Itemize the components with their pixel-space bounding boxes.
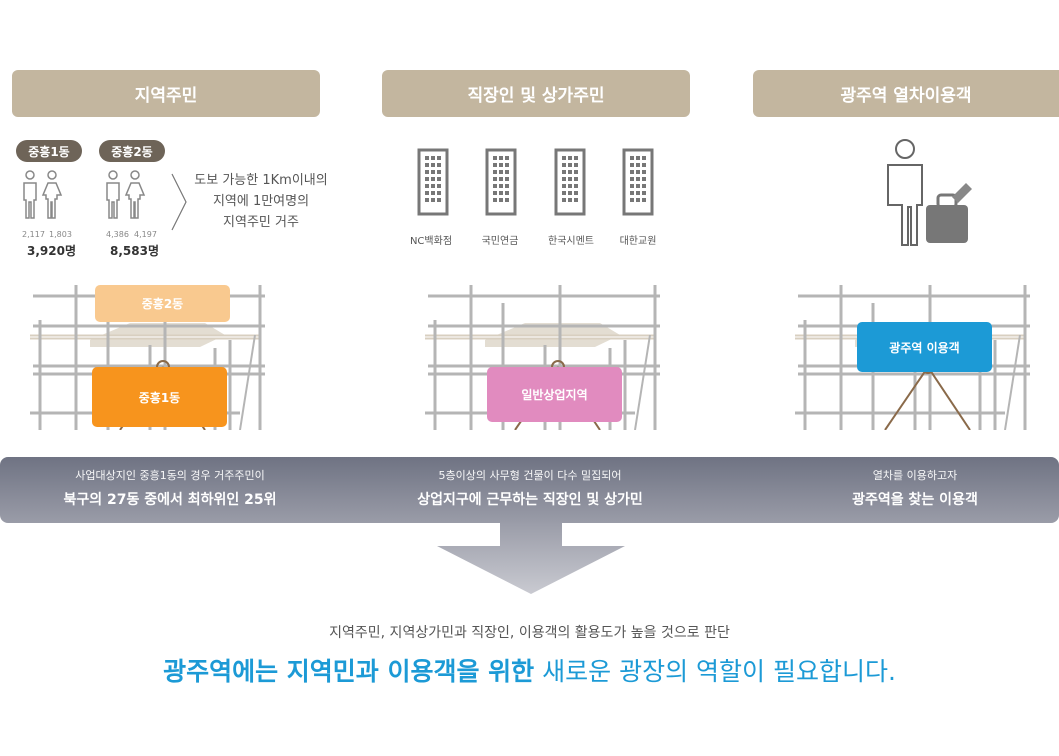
band-sub: 열차를 이용하고자 xyxy=(872,469,958,482)
traveler-with-luggage-icon xyxy=(887,139,972,246)
male-count: 4,386 xyxy=(106,230,129,239)
desc-line: 지역주민 거주 xyxy=(223,215,299,230)
band-main: 북구의 27동 중에서 최하위인 25위 xyxy=(63,492,277,508)
desc-line: 지역에 1만여명의 xyxy=(212,194,310,209)
zone-station-users: 광주역 이용객 xyxy=(857,322,992,372)
office-building-icon xyxy=(622,148,654,216)
map-commercial: 일반상업지역 xyxy=(425,285,670,431)
header-passengers: 광주역 열차이용객 xyxy=(753,70,1059,117)
road xyxy=(884,366,929,431)
band-sub: 사업대상지인 중흥1동의 경우 거주주민이 xyxy=(75,469,265,482)
building-label: NC백화점 xyxy=(409,236,453,247)
summary-line2: 광주역에는 지역민과 이용객을 위한 새로운 광장의 역할이 필요합니다. xyxy=(0,652,1059,688)
road xyxy=(634,334,651,431)
road xyxy=(1004,334,1021,431)
people-icons xyxy=(23,170,146,219)
office-building-icon xyxy=(417,148,449,216)
map-station: 광주역 이용객 xyxy=(795,285,1040,431)
header-workers: 직장인 및 상가주민 xyxy=(382,70,690,117)
building-label: 국민연금 xyxy=(481,236,519,247)
summary-line1: 지역주민, 지역상가민과 직장인, 이용객의 활용도가 높을 것으로 판단 xyxy=(329,625,730,641)
chevron-right-icon xyxy=(171,173,187,231)
desc-line: 도보 가능한 1Km이내의 xyxy=(194,173,328,188)
road xyxy=(239,334,256,431)
office-building-icon xyxy=(485,148,517,216)
zone-junghung1: 중흥1동 xyxy=(92,367,227,427)
district-badge: 중흥1동 xyxy=(16,140,82,162)
band-sub: 5층이상의 사무형 건물이 다수 밀집되어 xyxy=(438,469,622,482)
summary-emphasis: 광주역에는 지역민과 이용객을 위한 xyxy=(163,657,535,686)
district-badge: 중흥2동 xyxy=(99,140,165,162)
road xyxy=(927,366,971,431)
building-label: 대한교원 xyxy=(619,236,657,247)
office-building-icon xyxy=(554,148,586,216)
summary-rest: 새로운 광장의 역할이 필요합니다. xyxy=(534,657,896,686)
male-count: 2,117 xyxy=(22,230,45,239)
zone-junghung2: 중흥2동 xyxy=(95,285,230,322)
down-arrow-icon xyxy=(437,522,625,594)
building-label: 한국시멘트 xyxy=(548,236,594,247)
band-main: 상업지구에 근무하는 직장인 및 상가민 xyxy=(417,492,643,508)
female-count: 1,803 xyxy=(49,230,72,239)
map-residents: 중흥2동 중흥1동 xyxy=(30,285,275,431)
header-residents: 지역주민 xyxy=(12,70,320,117)
total-count: 8,583명 xyxy=(110,244,159,258)
band-main: 광주역을 찾는 이용객 xyxy=(852,492,978,508)
total-count: 3,920명 xyxy=(27,244,76,258)
zone-commercial: 일반상업지역 xyxy=(487,367,622,422)
residents-description: 도보 가능한 1Km이내의 지역에 1만여명의 지역주민 거주 xyxy=(186,170,336,233)
female-count: 4,197 xyxy=(134,230,157,239)
